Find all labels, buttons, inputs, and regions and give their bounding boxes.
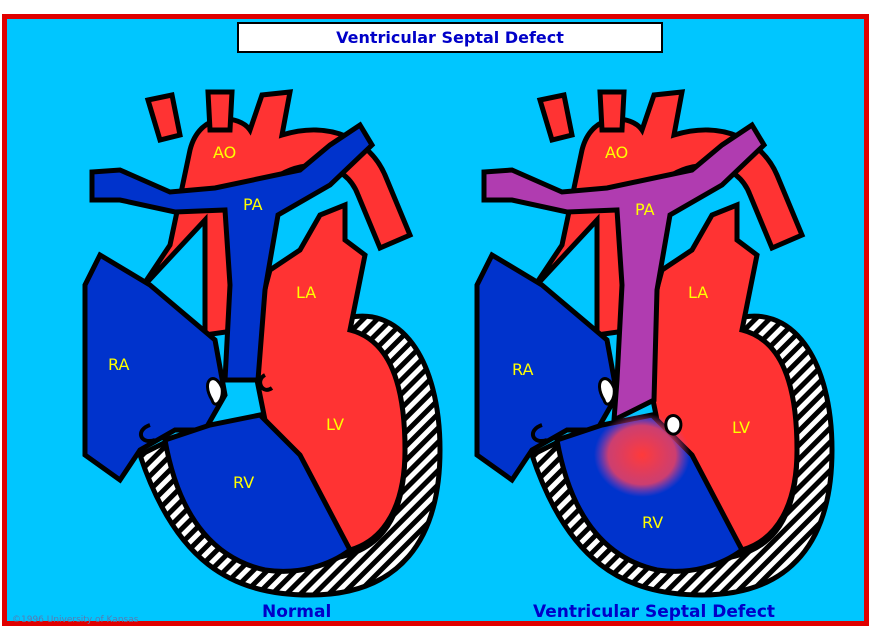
label-ra: RA — [108, 355, 129, 374]
label-pa: PA — [635, 200, 655, 219]
diagram-title: Ventricular Septal Defect — [237, 22, 663, 53]
label-rv: RV — [642, 513, 663, 532]
normal-heart: AO PA LA RA LV RV — [85, 92, 440, 595]
caption-vsd: Ventricular Septal Defect — [533, 602, 775, 622]
vsd-opening — [666, 415, 681, 434]
vsd-heart: AO PA LA RA LV RV — [477, 92, 832, 595]
caption-normal: Normal — [262, 602, 331, 622]
label-ao: AO — [605, 143, 628, 162]
label-la: LA — [688, 283, 708, 302]
label-ao: AO — [213, 143, 236, 162]
label-rv: RV — [233, 473, 254, 492]
label-la: LA — [296, 283, 316, 302]
copyright-text: ©1996 University of Kansas — [12, 615, 139, 625]
label-pa: PA — [243, 195, 263, 214]
label-lv: LV — [326, 415, 344, 434]
label-ra: RA — [512, 360, 533, 379]
label-lv: LV — [732, 418, 750, 437]
